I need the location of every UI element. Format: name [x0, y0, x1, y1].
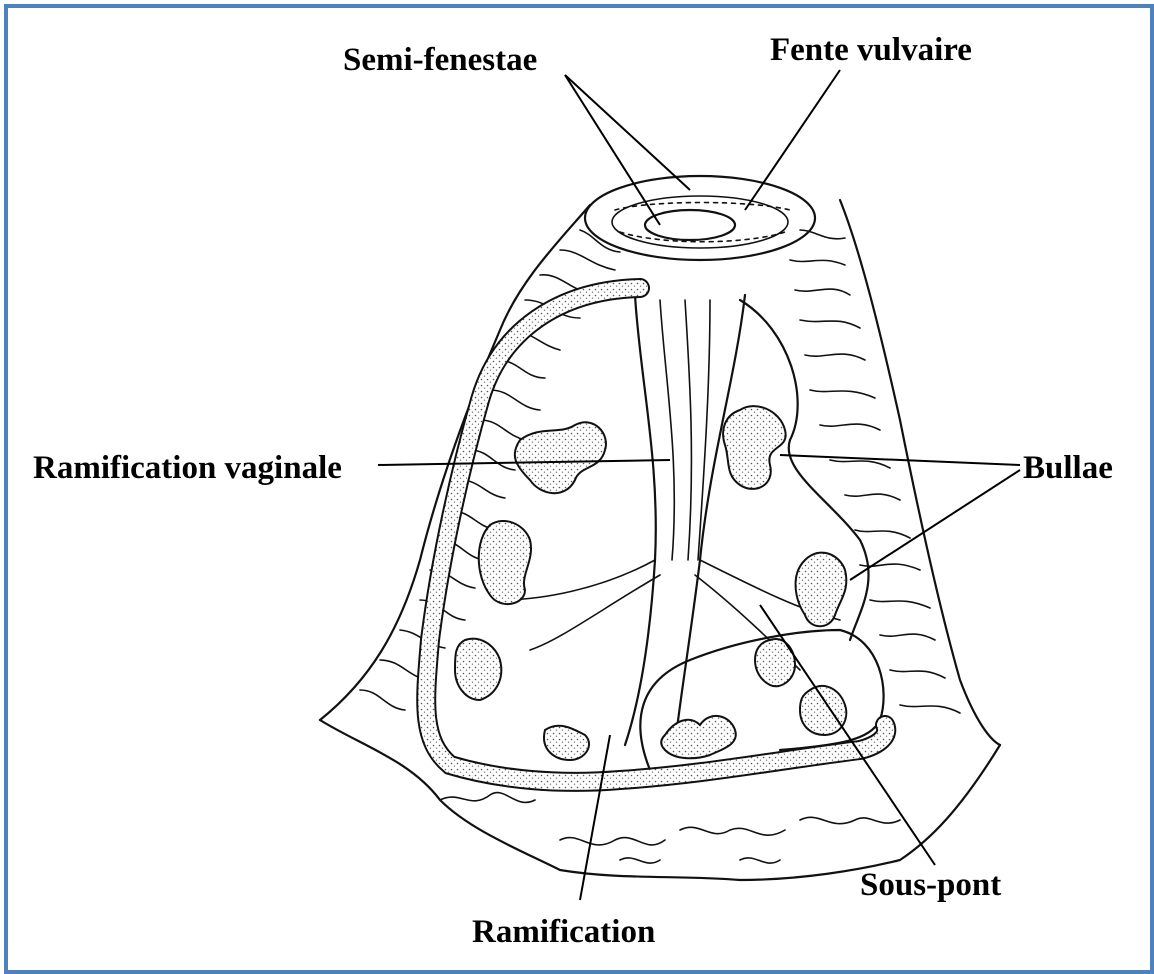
- leader-bullae-upper: [780, 455, 1020, 465]
- label-fente-vulvaire: Fente vulvaire: [770, 32, 972, 68]
- label-sous-pont: Sous-pont: [860, 867, 1001, 903]
- bullae: [455, 406, 846, 760]
- label-ramification-vaginale: Ramification vaginale: [33, 450, 342, 486]
- leader-bullae-lower: [850, 470, 1020, 580]
- leader-fente-vulvaire: [745, 70, 840, 210]
- wrinkles-right: [790, 230, 960, 713]
- label-semi-fenestae: Semi-fenestae: [343, 42, 537, 78]
- leader-sous-pont: [760, 605, 935, 865]
- wrinkles-bottom: [440, 793, 900, 864]
- sous-pont-loop: [640, 300, 883, 770]
- vulval-cone-top: [585, 176, 815, 260]
- label-bullae: Bullae: [1023, 450, 1113, 486]
- label-ramification: Ramification: [472, 914, 655, 950]
